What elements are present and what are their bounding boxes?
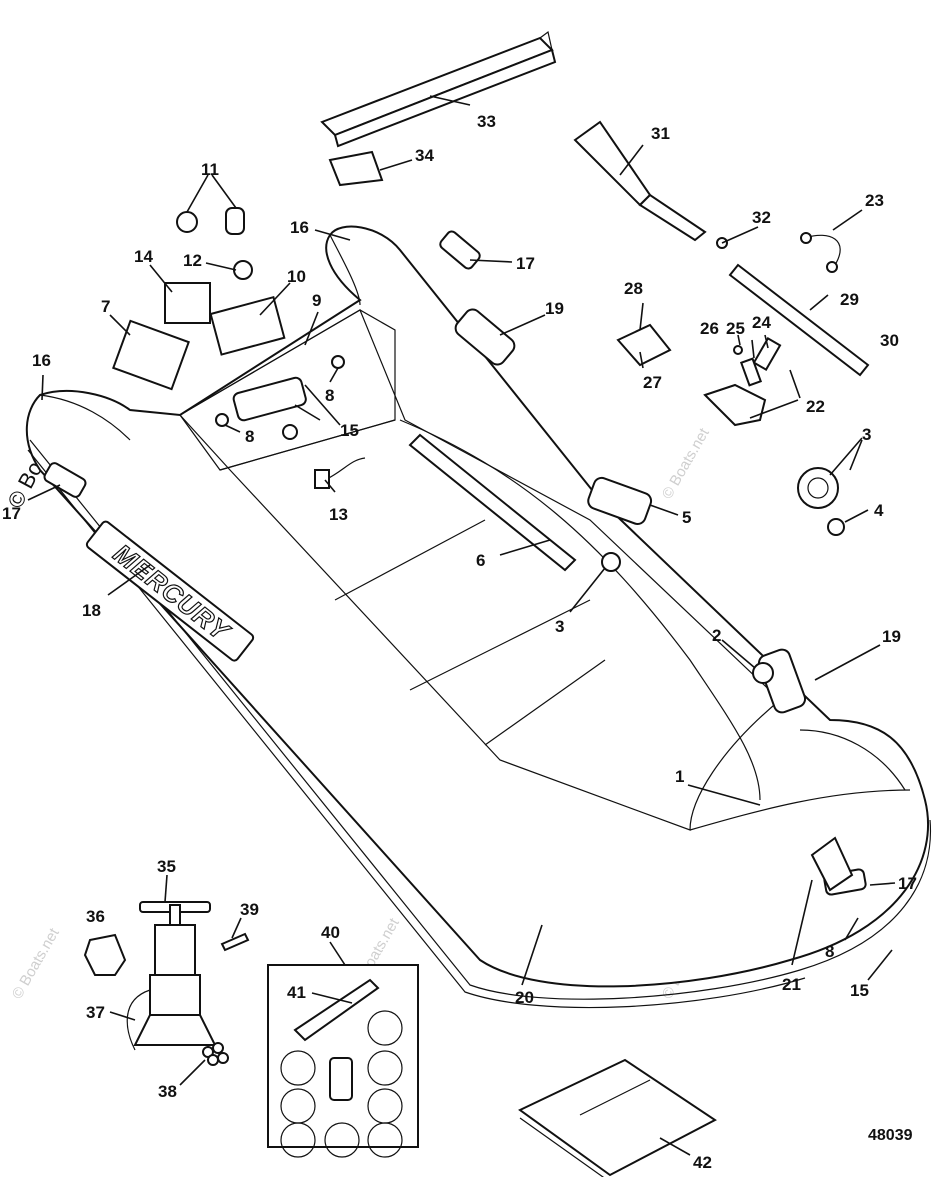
callout-41: 41 (287, 983, 306, 1002)
plug-11a (176, 211, 198, 233)
bracket-27-28 (616, 323, 672, 367)
callout-12: 12 (183, 251, 202, 270)
handle-5 (587, 476, 653, 525)
seat-bracket-34 (328, 150, 384, 187)
callout-30: 30 (880, 331, 899, 350)
callout-14: 14 (134, 247, 153, 266)
callout-1: 1 (675, 767, 684, 786)
oring-26 (733, 345, 743, 355)
callout-13: 13 (329, 505, 348, 524)
bracket-8-right (331, 355, 345, 369)
patch-2 (752, 662, 774, 684)
callout-33: 33 (477, 112, 496, 131)
callout-11: 11 (201, 160, 219, 179)
cord-end (800, 232, 812, 244)
transom-plate-15 (232, 376, 307, 422)
callout-labels: 1 2 3 3 4 5 6 7 8 8 8 9 10 11 12 13 14 1… (2, 112, 917, 1172)
callout-6: 6 (476, 551, 485, 570)
callout-39: 39 (240, 900, 259, 919)
callout-3: 3 (862, 425, 871, 444)
callout-36: 36 (86, 907, 105, 926)
valve-cap-4 (827, 518, 845, 536)
callout-18: 18 (82, 601, 101, 620)
bow-badge (810, 836, 854, 892)
cap-12 (233, 260, 253, 280)
callout-19: 19 (545, 299, 564, 318)
callout-17: 17 (898, 874, 917, 893)
callout-5: 5 (682, 508, 691, 527)
plug-11b (225, 207, 245, 235)
callout-4: 4 (874, 501, 884, 520)
callout-29: 29 (840, 290, 859, 309)
gauge-36 (83, 933, 127, 976)
kit-14 (164, 282, 211, 324)
callout-9: 9 (312, 291, 321, 310)
oar-31 (573, 120, 707, 242)
leader-lines (27, 95, 896, 1156)
callout-19: 19 (882, 627, 901, 646)
valve-assembly-22 (703, 383, 767, 427)
valve-3-floor (601, 552, 621, 572)
callout-17: 17 (516, 254, 535, 273)
seat-rail (408, 433, 577, 572)
callout-8: 8 (825, 942, 834, 961)
cord-end (826, 261, 838, 273)
inflation-valve-3 (797, 467, 839, 509)
callout-23: 23 (865, 191, 884, 210)
callout-26: 26 (700, 319, 719, 338)
callout-7: 7 (101, 297, 110, 316)
callout-31: 31 (651, 124, 670, 143)
figure-number: 48039 (868, 1127, 913, 1144)
handle-17-left (43, 462, 87, 498)
callout-3: 3 (555, 617, 564, 636)
callout-10: 10 (287, 267, 306, 286)
callout-35: 35 (157, 857, 176, 876)
handle-17-rear (439, 230, 481, 270)
plate-7 (112, 319, 190, 391)
glue-tube-41 (293, 978, 380, 1042)
plate-10 (209, 295, 286, 356)
handle-19-upper (454, 308, 516, 366)
sensor-13 (314, 469, 330, 489)
callout-21: 21 (782, 975, 801, 994)
callout-40: 40 (321, 923, 340, 942)
watermark: © Boats.net (659, 425, 713, 502)
watermark: © Boats.net (9, 925, 63, 1002)
callout-2: 2 (712, 626, 721, 645)
callout-16: 16 (32, 351, 51, 370)
callout-16: 16 (290, 218, 309, 237)
repair-kit-40 (267, 964, 419, 1158)
adapter-39 (220, 932, 250, 952)
callout-15: 15 (340, 421, 359, 440)
callout-42: 42 (693, 1153, 712, 1172)
drain-fitting (282, 424, 298, 440)
callout-27: 27 (643, 373, 662, 392)
callout-25: 25 (726, 319, 745, 338)
foot-pump-35 (126, 901, 217, 1051)
callout-15: 15 (850, 981, 869, 1000)
callout-8: 8 (325, 386, 334, 405)
valve-25 (739, 357, 763, 387)
owners-manual-42 (518, 1058, 717, 1182)
oar-shaft-29 (728, 263, 870, 377)
seat-33 (320, 30, 557, 148)
callout-22: 22 (806, 397, 825, 416)
callout-17: 17 (2, 504, 21, 523)
callout-8: 8 (245, 427, 254, 446)
callout-38: 38 (158, 1082, 177, 1101)
callout-24: 24 (752, 313, 771, 332)
callout-20: 20 (515, 988, 534, 1007)
callout-37: 37 (86, 1003, 105, 1022)
adapter-38 (202, 1042, 229, 1066)
bracket-8-left (215, 413, 229, 427)
valve-24 (752, 337, 782, 371)
callout-28: 28 (624, 279, 643, 298)
callout-32: 32 (752, 208, 771, 227)
callout-34: 34 (415, 146, 434, 165)
